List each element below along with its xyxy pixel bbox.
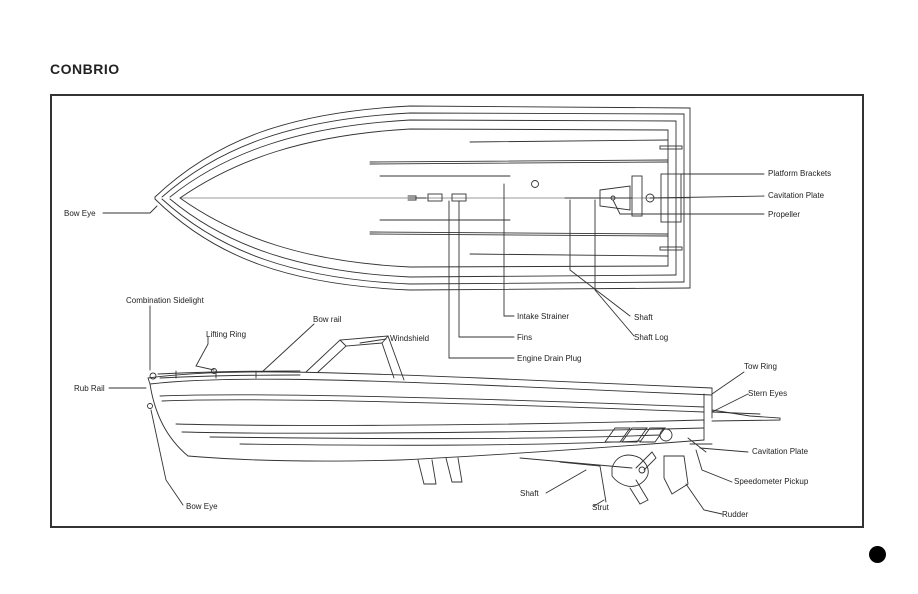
label-rudder: Rudder (722, 510, 749, 519)
label-tow-ring: Tow Ring (744, 362, 777, 371)
label-shaft-side: Shaft (520, 489, 539, 498)
label-rub-rail: Rub Rail (74, 384, 105, 393)
page-marker-dot (869, 546, 886, 563)
label-intake-strainer: Intake Strainer (517, 312, 569, 321)
diagram-frame (50, 94, 864, 528)
label-windshield: Windshield (390, 334, 429, 343)
label-bow-eye-top: Bow Eye (64, 209, 96, 218)
label-propeller: Propeller (768, 210, 800, 219)
label-bow-eye-side: Bow Eye (186, 502, 218, 511)
label-shaft-top: Shaft (634, 313, 653, 322)
label-combination-sidelight: Combination Sidelight (126, 296, 205, 305)
leader-lines (102, 173, 765, 515)
label-speedometer-pickup: Speedometer Pickup (734, 477, 809, 486)
label-strut: Strut (592, 503, 610, 512)
page-title: CONBRIO (50, 61, 120, 77)
label-stern-eyes: Stern Eyes (748, 389, 787, 398)
label-cavitation-plate-side: Cavitation Plate (752, 447, 809, 456)
side-view-hull (147, 335, 781, 505)
label-cavitation-plate-top: Cavitation Plate (768, 191, 825, 200)
label-lifting-ring: Lifting Ring (206, 330, 246, 339)
label-fins: Fins (517, 333, 532, 342)
label-bow-rail: Bow rail (313, 315, 342, 324)
top-view-hull (154, 105, 691, 291)
label-platform-brackets: Platform Brackets (768, 169, 831, 178)
label-shaft-log: Shaft Log (634, 333, 668, 342)
label-engine-drain-plug: Engine Drain Plug (517, 354, 581, 363)
